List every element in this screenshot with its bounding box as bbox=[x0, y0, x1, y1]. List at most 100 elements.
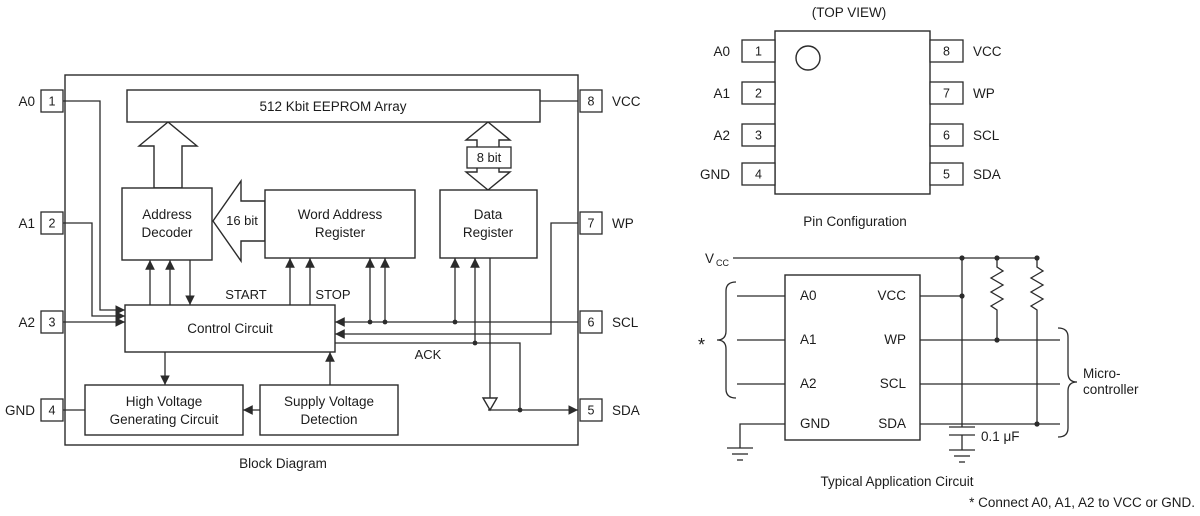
right-brace bbox=[1057, 327, 1078, 438]
block-address-decoder bbox=[121, 187, 213, 261]
signal-start-label: START bbox=[225, 287, 266, 302]
pin-label-a1: A1 bbox=[18, 216, 35, 231]
app-pin-scl: SCL bbox=[880, 376, 907, 391]
pkg-pin-box-6 bbox=[929, 123, 964, 147]
pin-box-6 bbox=[579, 310, 603, 334]
pkg-pin-box-3 bbox=[741, 123, 776, 147]
pin-box-8 bbox=[579, 89, 603, 113]
pullup-resistor-wp bbox=[989, 258, 1005, 340]
pkg-pin-label-gnd: GND bbox=[700, 167, 730, 182]
pkg-pin-number-7: 7 bbox=[943, 87, 950, 101]
pkg-pin-box-8 bbox=[929, 39, 964, 63]
block-eeprom-array-label: 512 Kbit EEPROM Array bbox=[259, 99, 406, 114]
block-address-decoder-label-1: Address bbox=[142, 207, 192, 222]
pkg-pin-label-a2: A2 bbox=[713, 128, 730, 143]
block-high-voltage-label-2: Generating Circuit bbox=[110, 412, 219, 427]
pin1-indicator-circle bbox=[795, 45, 821, 71]
pkg-pin-label-sda: SDA bbox=[973, 167, 1001, 182]
bus-16bit-label: 16 bit bbox=[226, 213, 258, 228]
asterisk-marker: * bbox=[698, 335, 705, 355]
pin-label-wp: WP bbox=[612, 216, 634, 231]
application-circuit: V CC A0 A1 A2 GND VCC WP SCL SDA * bbox=[698, 251, 1195, 510]
block-data-register-label-1: Data bbox=[474, 207, 503, 222]
ground-symbol-left bbox=[727, 447, 753, 461]
pin-label-a2: A2 bbox=[18, 315, 35, 330]
pin-number-5: 5 bbox=[588, 404, 595, 418]
footnote: * Connect A0, A1, A2 to VCC or GND. bbox=[969, 495, 1195, 510]
pkg-pin-number-3: 3 bbox=[755, 129, 762, 143]
pin-number-4: 4 bbox=[49, 404, 56, 418]
junction-dot bbox=[959, 293, 965, 299]
block-supply-voltage-label-1: Supply Voltage bbox=[284, 394, 374, 409]
junction-dot bbox=[1034, 421, 1040, 427]
bus-8bit-box bbox=[466, 146, 512, 169]
block-diagram-caption: Block Diagram bbox=[239, 456, 327, 471]
junction-dot bbox=[472, 340, 478, 346]
pkg-pin-label-vcc: VCC bbox=[973, 44, 1002, 59]
pkg-pin-label-a1: A1 bbox=[713, 86, 730, 101]
app-ic-box bbox=[784, 274, 921, 441]
pkg-pin-number-6: 6 bbox=[943, 129, 950, 143]
pin-label-a0: A0 bbox=[18, 94, 35, 109]
bus-arrow-16bit bbox=[212, 178, 266, 264]
microcontroller-label-2: controller bbox=[1083, 382, 1139, 397]
microcontroller-label-1: Micro- bbox=[1083, 366, 1121, 381]
pkg-pin-label-scl: SCL bbox=[973, 128, 1000, 143]
block-data-register bbox=[439, 189, 538, 259]
pin-box-7 bbox=[579, 211, 603, 235]
block-word-address-register bbox=[264, 189, 416, 259]
block-word-address-register-label-2: Register bbox=[315, 225, 366, 240]
top-view-label: (TOP VIEW) bbox=[812, 5, 887, 20]
pin-number-6: 6 bbox=[588, 316, 595, 330]
pkg-pin-number-2: 2 bbox=[755, 87, 762, 101]
pkg-pin-box-7 bbox=[929, 81, 964, 105]
pullup-resistor-sda bbox=[1029, 258, 1045, 424]
capacitor-value-label: 0.1 μF bbox=[981, 429, 1020, 444]
pkg-pin-box-1 bbox=[741, 39, 776, 63]
pin-number-1: 1 bbox=[49, 95, 56, 109]
pin-number-3: 3 bbox=[49, 316, 56, 330]
junction-dot bbox=[994, 337, 1000, 343]
block-control-circuit bbox=[124, 304, 336, 353]
app-pin-sda: SDA bbox=[878, 416, 906, 431]
bus-arrow-decoder-to-array bbox=[137, 121, 199, 189]
junction-dot bbox=[517, 407, 523, 413]
block-word-address-register-label-1: Word Address bbox=[298, 207, 383, 222]
app-pin-a0: A0 bbox=[800, 288, 817, 303]
block-high-voltage bbox=[84, 384, 244, 436]
pkg-pin-number-4: 4 bbox=[755, 168, 762, 182]
block-supply-voltage-detection bbox=[259, 384, 399, 436]
junction-dot bbox=[994, 255, 1000, 261]
wire-a0 bbox=[63, 100, 125, 315]
signal-ack-label: ACK bbox=[415, 347, 442, 362]
block-data-register-label-2: Register bbox=[463, 225, 514, 240]
open-arrowhead-sda bbox=[481, 397, 499, 412]
pkg-pin-number-1: 1 bbox=[755, 45, 762, 59]
bus-8bit-label: 8 bit bbox=[477, 150, 502, 165]
pin-number-2: 2 bbox=[49, 217, 56, 231]
pin-label-gnd: GND bbox=[5, 403, 35, 418]
app-wire-gnd bbox=[739, 423, 785, 448]
pkg-pin-box-5 bbox=[929, 162, 964, 186]
block-diagram: 1 2 3 4 A0 A1 A2 GND 8 7 6 5 VCC WP SCL … bbox=[5, 74, 641, 471]
pin-number-8: 8 bbox=[588, 95, 595, 109]
application-circuit-caption: Typical Application Circuit bbox=[820, 474, 973, 489]
vcc-rail-label-sub: CC bbox=[716, 258, 729, 268]
pin-box-5 bbox=[579, 398, 603, 422]
pkg-pin-box-2 bbox=[741, 81, 776, 105]
wire-a1 bbox=[63, 222, 125, 321]
pin-configuration: (TOP VIEW) 1 2 3 4 A0 A1 A2 GND 8 7 6 5 … bbox=[700, 5, 1002, 229]
pkg-pin-label-wp: WP bbox=[973, 86, 995, 101]
junction-dot bbox=[367, 319, 373, 325]
block-control-circuit-label: Control Circuit bbox=[187, 321, 273, 336]
junction-dot bbox=[452, 319, 458, 325]
pin-configuration-caption: Pin Configuration bbox=[803, 214, 907, 229]
app-pin-a2: A2 bbox=[800, 376, 817, 391]
pkg-pin-label-a0: A0 bbox=[713, 44, 730, 59]
left-brace bbox=[716, 281, 737, 399]
app-pin-gnd: GND bbox=[800, 416, 830, 431]
pin-label-scl: SCL bbox=[612, 315, 639, 330]
block-supply-voltage-label-2: Detection bbox=[300, 412, 357, 427]
